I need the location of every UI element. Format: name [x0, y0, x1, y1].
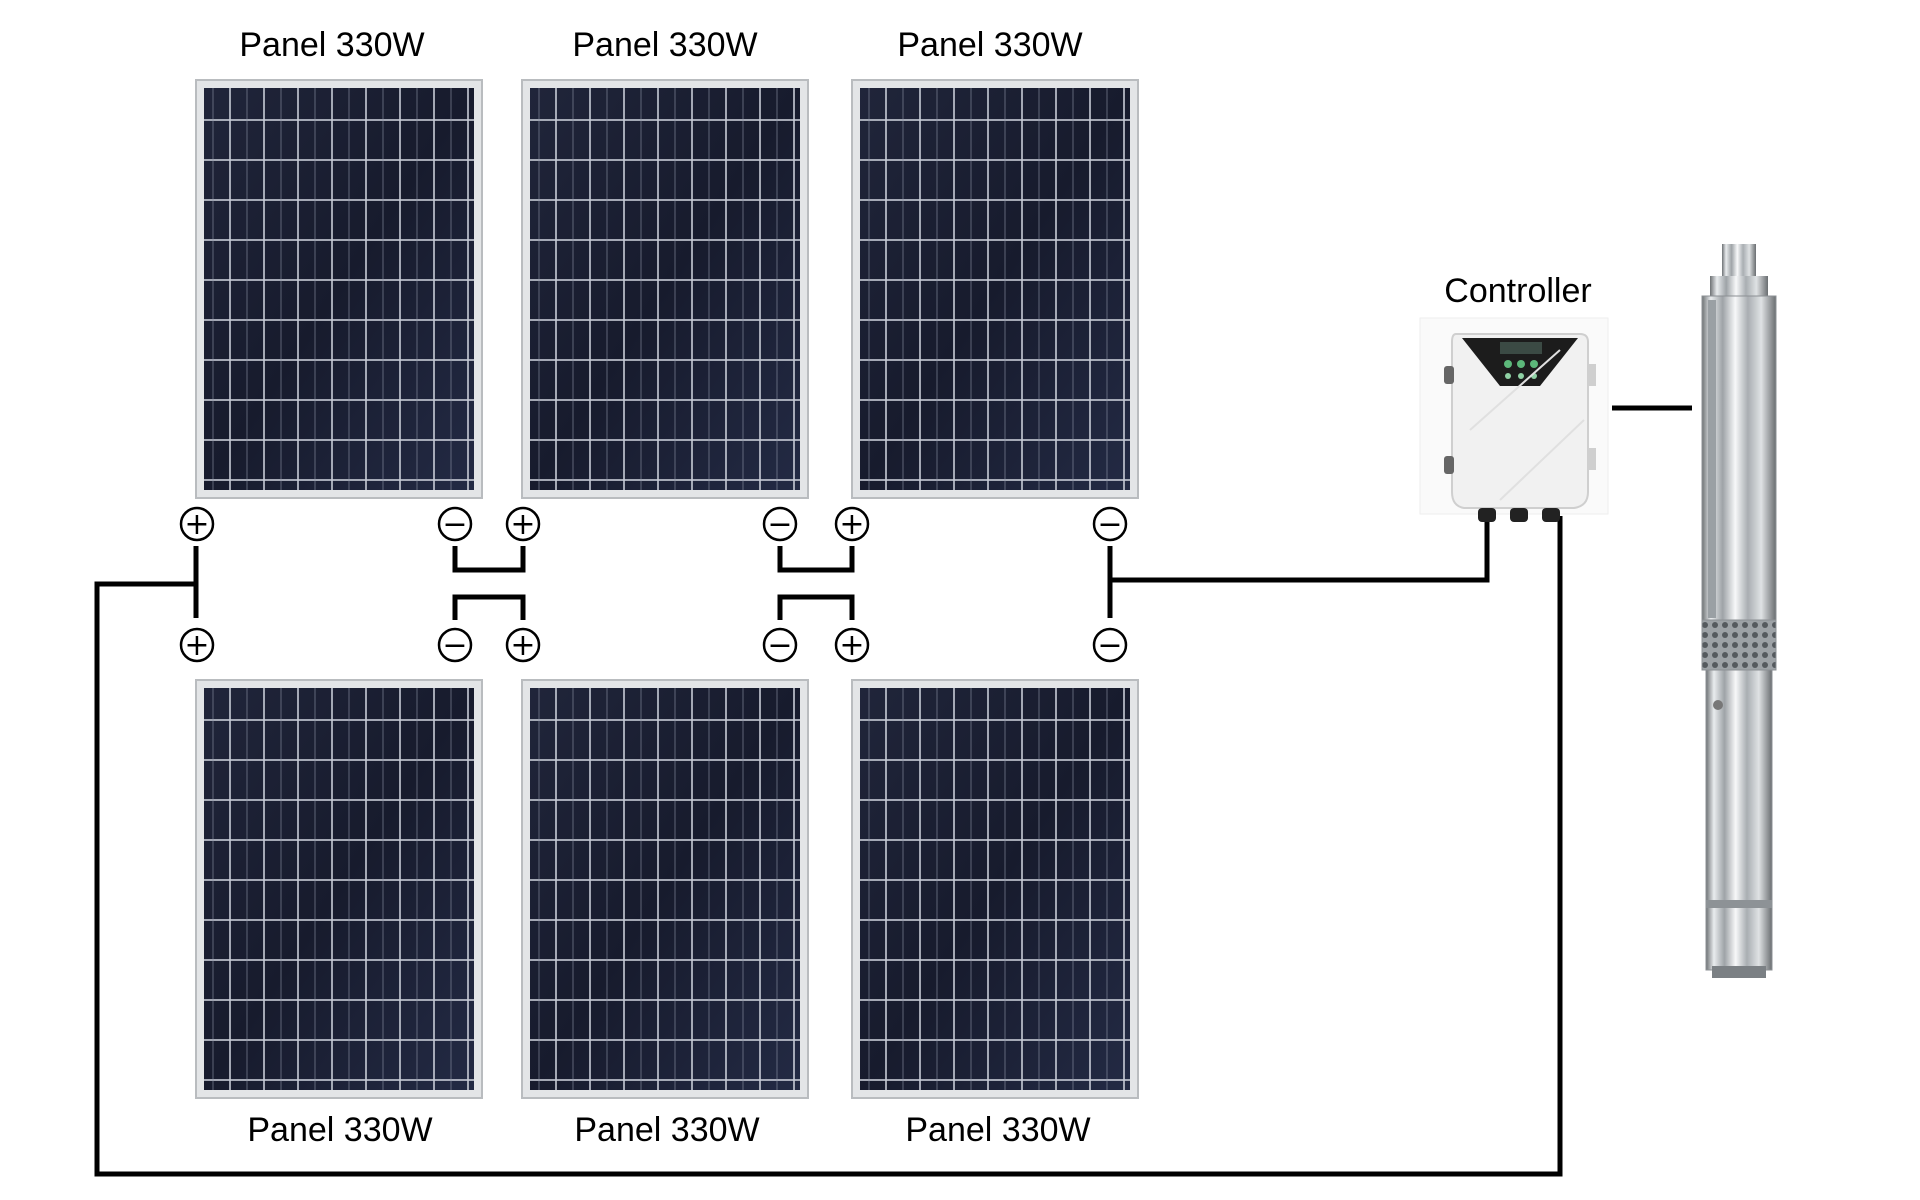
- panel-label-top-3: Panel 330W: [897, 26, 1082, 64]
- wire-bridge-bottom-right: [777, 594, 855, 620]
- terminal-negative: −: [1092, 627, 1128, 663]
- svg-text:+: +: [184, 507, 209, 542]
- svg-text:−: −: [767, 507, 792, 542]
- panel-label-bottom-2: Panel 330W: [574, 1111, 759, 1149]
- panel-label-bottom-3: Panel 330W: [905, 1111, 1090, 1149]
- solar-panel-icon: [195, 79, 483, 499]
- terminal-negative: −: [762, 627, 798, 663]
- wire-bridge-top-left: [452, 546, 526, 573]
- terminal-negative: −: [1092, 506, 1128, 542]
- panel-label-top-1: Panel 330W: [239, 26, 424, 64]
- terminal-positive: +: [179, 506, 215, 542]
- solar-panel-icon: [521, 679, 809, 1099]
- wire-bridge-top-right: [777, 546, 855, 573]
- terminal-positive: +: [834, 627, 870, 663]
- wire-left-loop: [94, 516, 1563, 1177]
- terminal-positive: +: [179, 627, 215, 663]
- svg-text:−: −: [442, 628, 467, 663]
- terminal-negative: −: [762, 506, 798, 542]
- solar-panel-icon: [195, 679, 483, 1099]
- terminal-positive: +: [505, 506, 541, 542]
- svg-text:+: +: [510, 628, 535, 663]
- panel-label-top-2: Panel 330W: [572, 26, 757, 64]
- svg-text:+: +: [184, 628, 209, 663]
- panel-label-bottom-1: Panel 330W: [247, 1111, 432, 1149]
- wire-to-controller: [1107, 518, 1490, 618]
- terminal-positive: +: [505, 627, 541, 663]
- wire-bridge-bottom-left: [452, 594, 526, 620]
- pump-controller-icon: [1419, 317, 1609, 522]
- wiring: [94, 405, 1692, 1177]
- terminal-negative: −: [437, 627, 473, 663]
- svg-text:+: +: [839, 628, 864, 663]
- terminal-negative: −: [437, 506, 473, 542]
- svg-text:−: −: [442, 507, 467, 542]
- submersible-pump-icon: [1701, 244, 1777, 978]
- svg-text:+: +: [839, 507, 864, 542]
- svg-text:−: −: [767, 628, 792, 663]
- terminal-positive: +: [834, 506, 870, 542]
- svg-text:−: −: [1097, 507, 1122, 542]
- svg-text:−: −: [1097, 628, 1122, 663]
- solar-panel-icon: [521, 79, 809, 499]
- solar-panel-icon: [851, 79, 1139, 499]
- solar-panel-icon: [851, 679, 1139, 1099]
- controller-label: Controller: [1444, 272, 1591, 310]
- svg-text:+: +: [510, 507, 535, 542]
